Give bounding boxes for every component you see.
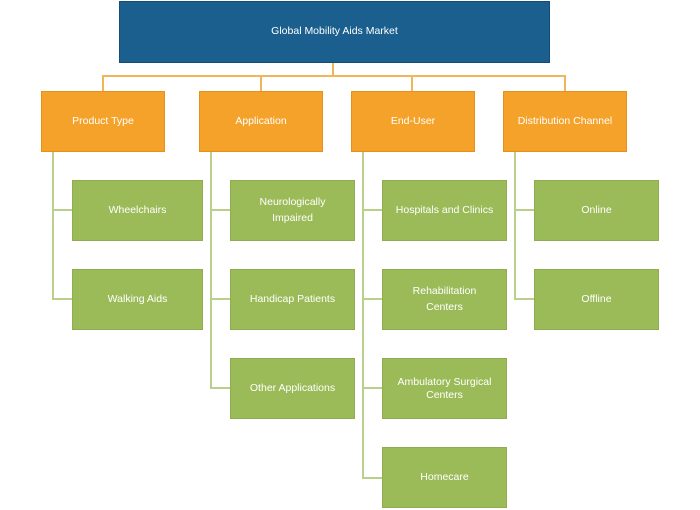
leaf-wheelchairs: Wheelchairs (72, 180, 203, 241)
category-label: End-User (390, 114, 436, 127)
leaf-handicap-patients: Handicap Patients (230, 269, 355, 330)
connector-homecare (362, 477, 382, 479)
connector-offline (514, 298, 534, 300)
connector-product-type-spine (52, 152, 54, 299)
leaf-label: Walking Aids (107, 292, 168, 305)
category-product-type: Product Type (41, 91, 165, 152)
leaf-ambulatory-surgical-centers: Ambulatory Surgical Centers (382, 358, 507, 419)
leaf-other-applications: Other Applications (230, 358, 355, 419)
leaf-label: Offline (581, 292, 612, 305)
connector-to-product-type (102, 75, 104, 91)
category-application: Application (199, 91, 323, 152)
leaf-rehabilitation-centers: Rehabilitation Centers (382, 269, 507, 330)
connector-to-end-user (411, 75, 413, 91)
connector-end-user-spine (362, 152, 364, 478)
category-label: Application (235, 114, 287, 127)
connector-hospitals-and-clinics (362, 209, 382, 211)
connector-application-spine (210, 152, 212, 388)
connector-distribution-channel-spine (514, 152, 516, 299)
leaf-offline: Offline (534, 269, 659, 330)
connector-to-distribution-channel (564, 75, 566, 91)
leaf-homecare: Homecare (382, 447, 507, 508)
category-end-user: End-User (351, 91, 475, 152)
leaf-label: Hospitals and Clinics (395, 203, 494, 216)
leaf-label: Handicap Patients (249, 292, 336, 305)
leaf-label: Neurologically Impaired (259, 196, 326, 224)
leaf-label: Rehabilitation Centers (412, 285, 477, 313)
leaf-online: Online (534, 180, 659, 241)
category-distribution-channel: Distribution Channel (503, 91, 627, 152)
category-label: Product Type (72, 114, 134, 127)
connector-ambulatory-surgical-centers (362, 387, 382, 389)
leaf-hospitals-and-clinics: Hospitals and Clinics (382, 180, 507, 241)
leaf-walking-aids: Walking Aids (72, 269, 203, 330)
leaf-label: Online (581, 203, 612, 216)
connector-root-stem (332, 63, 334, 76)
leaf-label: Other Applications (249, 381, 336, 394)
root-node-label: Global Mobility Aids Market (271, 25, 398, 38)
connector-online (514, 209, 534, 211)
connector-root-bus (102, 75, 565, 77)
connector-other-applications (210, 387, 230, 389)
connector-wheelchairs (52, 209, 72, 211)
category-label: Distribution Channel (517, 114, 613, 127)
connector-handicap-patients (210, 298, 230, 300)
connector-rehabilitation-centers (362, 298, 382, 300)
connector-to-application (260, 75, 262, 91)
leaf-label: Wheelchairs (108, 203, 167, 216)
leaf-neurologically-impaired: Neurologically Impaired (230, 180, 355, 241)
root-node: Global Mobility Aids Market (119, 1, 550, 63)
connector-neurologically-impaired (210, 209, 230, 211)
leaf-label: Homecare (420, 470, 469, 483)
leaf-label: Ambulatory Surgical Centers (397, 376, 492, 401)
connector-walking-aids (52, 298, 72, 300)
